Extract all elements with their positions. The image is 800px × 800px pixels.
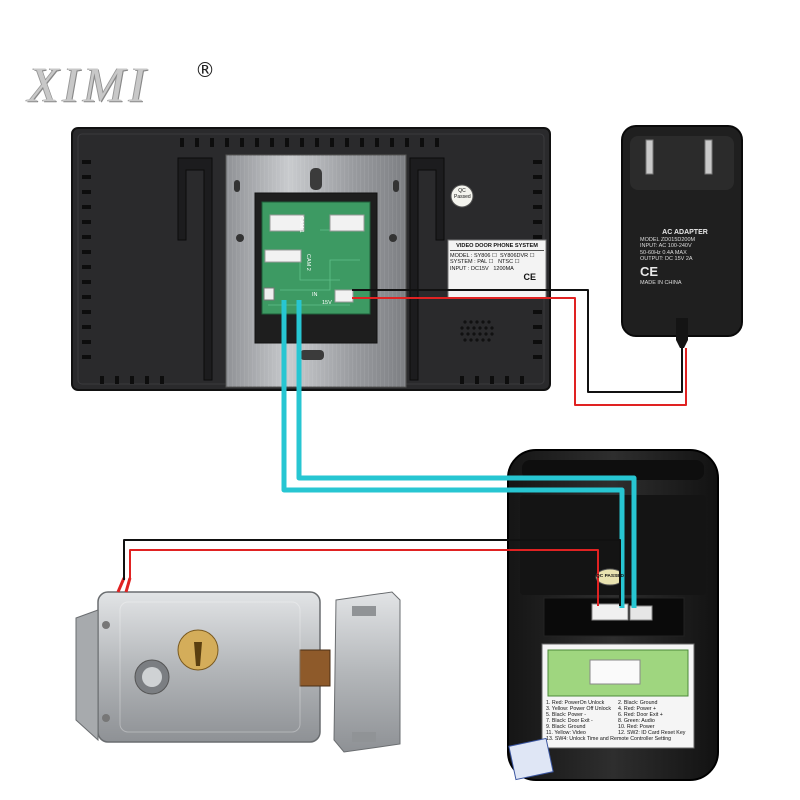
legend-row: 1. Red: PowerOn Unlock [546,700,605,706]
bracket-left [177,157,213,381]
wire-video-cyan-outer [281,300,625,608]
plate-slot-top [310,168,322,190]
wire-power-black [352,289,683,393]
indoor-monitor [71,127,551,391]
adapter-prong-left [645,139,654,175]
legend-row: 11. Yellow: Video [546,730,586,736]
legend-row: 5. Black: Power - [546,712,587,718]
monitor-spec-text: VIDEO DOOR PHONE SYSTEM MODEL : SY806 ☐ … [450,242,544,282]
camera-bottom-sticker [508,737,554,781]
ac-adapter [621,125,743,348]
wire-video-cyan-inner [296,300,637,608]
power-in-connector [334,289,354,303]
adapter-strain-relief [676,318,688,348]
camera-connector [591,603,629,621]
cam1-label: CAM 1 [298,216,304,233]
adapter-label-text: AC ADAPTER MODEL ZD015D200M INPUT: AC 10… [640,229,708,287]
adapter-prong-right [704,139,713,175]
wire-lock-black [123,539,621,606]
wire-power-red [352,297,687,406]
qc-sticker-monitor [450,184,474,208]
wire-lock-red [129,549,599,606]
wiring [123,289,687,608]
camera-wiring-legend: 1. Red: PowerOn Unlock 2. Black: Ground … [546,700,686,742]
brand-logo: XIMI [28,56,150,112]
strike-plate [333,591,401,753]
legend-row: 7. Black: Door Exit - [546,718,593,724]
bracket-right [409,157,445,381]
keyhole-icon [194,642,202,666]
registered-mark: ® [195,58,215,82]
in-label: IN [312,292,318,298]
legend-row-last: 13. SW4: Unlock Time and Remote Controll… [546,736,672,742]
qc-sticker-text-monitor: QC Passed [454,188,471,200]
cam2-label: CAM 2 [305,254,311,271]
qc-sticker-text-camera: QC PASSED [596,574,624,579]
cam2-connector [264,249,302,263]
monitor-spec-label [447,239,547,299]
cam1-connector-a [269,214,305,232]
outdoor-camera-unit [507,449,719,781]
speaker-grille [460,320,494,342]
monitor-vents-top [180,138,439,147]
legend-row: 3. Yellow: Power Off Unlock [546,706,611,712]
lock-faceplate [75,609,99,742]
plate-slot-bottom [300,350,324,360]
legend-row: 9. Black: Ground [546,724,586,730]
cam1-connector-b [329,214,365,232]
electric-lock [75,577,401,753]
volt-label: 15V [322,300,332,306]
lock-bolt [299,649,331,687]
